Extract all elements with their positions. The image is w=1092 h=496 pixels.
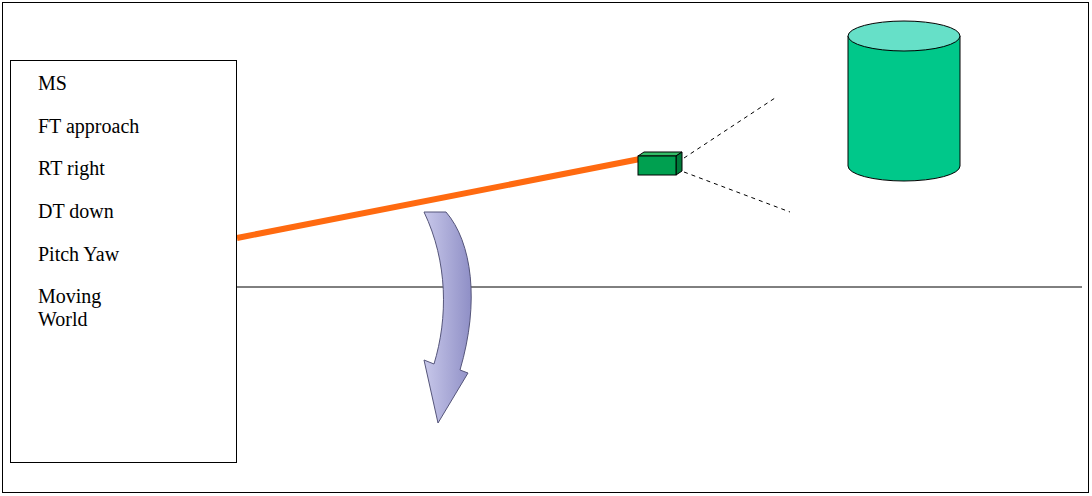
rotation-arrow	[424, 212, 471, 423]
view-ray	[684, 98, 775, 158]
cylinder-object	[848, 21, 960, 181]
ground-line	[237, 287, 1082, 288]
view-ray	[684, 172, 790, 212]
panel-item: DT down	[38, 200, 114, 223]
panel-box: MS FT approach RT right DT downPitch YawMov…	[10, 60, 237, 463]
camera	[638, 152, 682, 175]
panel-item: RT right	[38, 157, 105, 180]
panel-item: Pitch Yaw	[38, 243, 119, 266]
panel-title: MS	[38, 72, 67, 95]
outer-frame	[3, 3, 1089, 493]
panel-item: FT approach	[38, 115, 139, 138]
panel-item: Moving World	[38, 285, 128, 331]
